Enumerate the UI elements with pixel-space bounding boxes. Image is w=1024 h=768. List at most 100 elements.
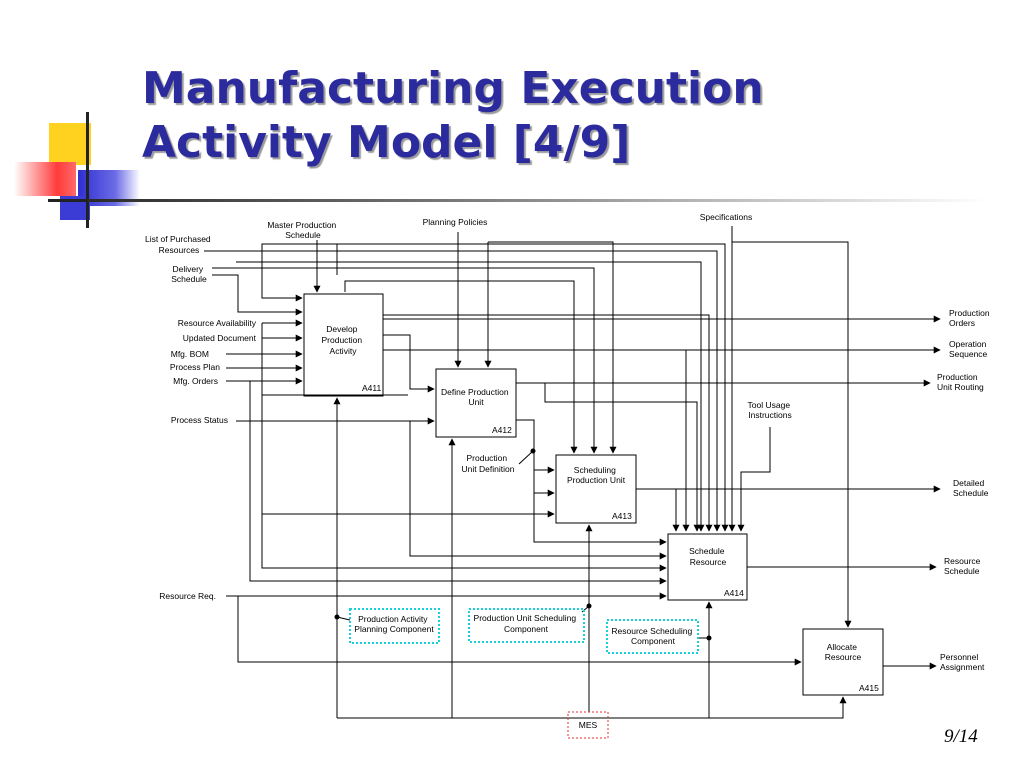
svg-text:Detailed Schedule: Detailed Schedule bbox=[953, 478, 989, 498]
line-delivery-to-a414 bbox=[212, 267, 598, 454]
label-resource-schedule-1: Resource bbox=[944, 556, 981, 566]
svg-text:Personnel Assignment: Personnel Assignment bbox=[940, 652, 985, 672]
label-detailed-schedule-2: Schedule bbox=[953, 488, 989, 498]
line-purchased-to-specs bbox=[204, 250, 721, 532]
arrow-delivery-to-a411 bbox=[212, 274, 303, 316]
label-resource-scheduling-component-1: Resource Scheduling bbox=[611, 626, 692, 636]
label-tool-usage-1: Tool Usage bbox=[748, 400, 791, 410]
svg-text:Resource Schedule: Resource Schedule bbox=[944, 556, 983, 576]
label-production-unit-routing-2: Unit Routing bbox=[937, 382, 984, 392]
label-tool-usage-2: Instructions bbox=[748, 410, 791, 420]
title-underline-rule bbox=[88, 199, 988, 202]
junction-dot-planning bbox=[334, 614, 340, 620]
component-box-planning bbox=[349, 608, 440, 644]
label-personnel-assignment-2: Assignment bbox=[940, 662, 985, 672]
yellow-square-decoration bbox=[49, 123, 91, 165]
label-resource-schedule-2: Schedule bbox=[944, 566, 980, 576]
label-detailed-schedule-1: Detailed bbox=[953, 478, 984, 488]
arrow-master-to-a411 bbox=[261, 252, 303, 302]
svg-text:Production Orders: Production Orders bbox=[949, 308, 992, 328]
svg-text:Operation Sequence: Operation Sequence bbox=[949, 339, 989, 359]
label-planning-component-2: Planning Component bbox=[354, 624, 434, 634]
label-process-status: Process Status bbox=[171, 415, 228, 425]
slide-title: Manufacturing Execution Activity Model [… bbox=[142, 62, 1002, 170]
label-resource-scheduling-component-2: Component bbox=[631, 636, 676, 646]
box-a411 bbox=[303, 293, 384, 397]
label-resource-req: Resource Req. bbox=[159, 591, 216, 601]
a411-label-2: Production bbox=[321, 335, 362, 345]
page-number: 9/14 bbox=[944, 726, 978, 747]
line-purchased-2 bbox=[236, 261, 705, 532]
label-operation-sequence-1: Operation bbox=[949, 339, 987, 349]
label-unit-scheduling-component-1: Production Unit Scheduling bbox=[474, 613, 577, 623]
label-master-schedule-2: Schedule bbox=[285, 230, 321, 240]
a415-code: A415 bbox=[859, 683, 879, 693]
label-resource-availability: Resource Availability bbox=[178, 318, 257, 328]
line-a411-to-a412 bbox=[383, 334, 435, 393]
line-resource-req-to-a415 bbox=[237, 596, 802, 666]
label-updated-document: Updated Document bbox=[183, 333, 257, 343]
label-mfg-bom: Mfg. BOM bbox=[171, 349, 209, 359]
line-a411-left-loop bbox=[249, 380, 302, 582]
line-return-to-a411 bbox=[261, 394, 408, 514]
mes-box bbox=[567, 711, 609, 739]
line-left-to-a414-1 bbox=[261, 323, 667, 572]
line-a411-to-a414 bbox=[383, 314, 713, 532]
a412-label-2: Unit bbox=[468, 397, 484, 407]
svg-text:Master Production Schedule: Master Production Schedule bbox=[267, 220, 338, 240]
label-production-unit-definition-1: Production bbox=[466, 453, 507, 463]
label-operation-sequence-2: Sequence bbox=[949, 349, 988, 359]
svg-text:Allocate Resource: Allocate Resource bbox=[825, 642, 862, 662]
junction-dot-unit-scheduling bbox=[586, 603, 592, 609]
a414-label-2: Resource bbox=[690, 557, 727, 567]
label-specifications: Specifications bbox=[700, 212, 752, 222]
label-unit-scheduling-component-2: Component bbox=[504, 624, 549, 634]
a411-label-1: Develop bbox=[326, 324, 357, 334]
label-delivery-2: Schedule bbox=[171, 274, 207, 284]
a412-label-1: Define Production bbox=[441, 387, 509, 397]
a415-label-1: Allocate bbox=[827, 642, 858, 652]
component-box-unit-scheduling bbox=[468, 608, 585, 643]
label-purchased-2: Resources bbox=[159, 245, 200, 255]
label-production-unit-routing-1: Production bbox=[937, 372, 978, 382]
vertical-rule bbox=[86, 112, 89, 228]
label-planning-policies: Planning Policies bbox=[423, 217, 488, 227]
slide-title-line-2: Activity Model [4/9] bbox=[142, 117, 631, 168]
svg-text:Define Production Unit: Define Production Unit bbox=[441, 387, 511, 407]
svg-text:List of Purchased Resource: List of Purchased Resources bbox=[145, 234, 213, 255]
a415-label-2: Resource bbox=[825, 652, 862, 662]
line-a412-to-a414-lower bbox=[533, 493, 667, 546]
label-mes: MES bbox=[579, 720, 598, 730]
box-a415 bbox=[802, 628, 884, 696]
svg-text:Production Activity Planni: Production Activity Planning Component bbox=[354, 614, 434, 634]
label-master-schedule-1: Master Production bbox=[267, 220, 336, 230]
svg-text:Production Unit Scheduling: Production Unit Scheduling Component bbox=[474, 613, 579, 634]
junction-dot-resource-scheduling bbox=[706, 635, 712, 641]
svg-text:Tool Usage Instructions: Tool Usage Instructions bbox=[748, 400, 793, 420]
svg-text:Schedule Resource: Schedule Resource bbox=[689, 546, 727, 567]
arrow-specifications-to-a415 bbox=[732, 241, 852, 628]
line-process-status-to-a414 bbox=[409, 421, 667, 560]
slide-title-line-1: Manufacturing Execution bbox=[142, 63, 764, 114]
arrow-mes-to-a415 bbox=[337, 696, 847, 719]
a413-code: A413 bbox=[612, 511, 632, 521]
line-a412-to-a413 bbox=[516, 419, 555, 474]
line-tool-usage bbox=[737, 427, 771, 532]
red-square-decoration bbox=[14, 162, 76, 196]
label-planning-component-1: Production Activity bbox=[358, 614, 428, 624]
label-mfg-orders: Mfg. Orders bbox=[173, 376, 218, 386]
line-a412-to-a414 bbox=[544, 383, 701, 532]
component-box-resource-scheduling bbox=[606, 619, 699, 654]
label-personnel-assignment-1: Personnel bbox=[940, 652, 978, 662]
label-production-orders-2: Orders bbox=[949, 318, 975, 328]
a414-label-1: Schedule bbox=[689, 546, 725, 556]
line-a411-top-to-a413 bbox=[344, 280, 578, 454]
box-a412 bbox=[435, 368, 517, 438]
leader-production-unit-definition bbox=[518, 450, 534, 465]
junction-dot-unit-definition bbox=[530, 448, 536, 454]
a414-code: A414 bbox=[724, 588, 744, 598]
a411-label-3: Activity bbox=[330, 346, 358, 356]
a413-label-2: Production Unit bbox=[567, 475, 626, 485]
svg-text:Scheduling Production Unit: Scheduling Production Unit bbox=[567, 465, 626, 485]
